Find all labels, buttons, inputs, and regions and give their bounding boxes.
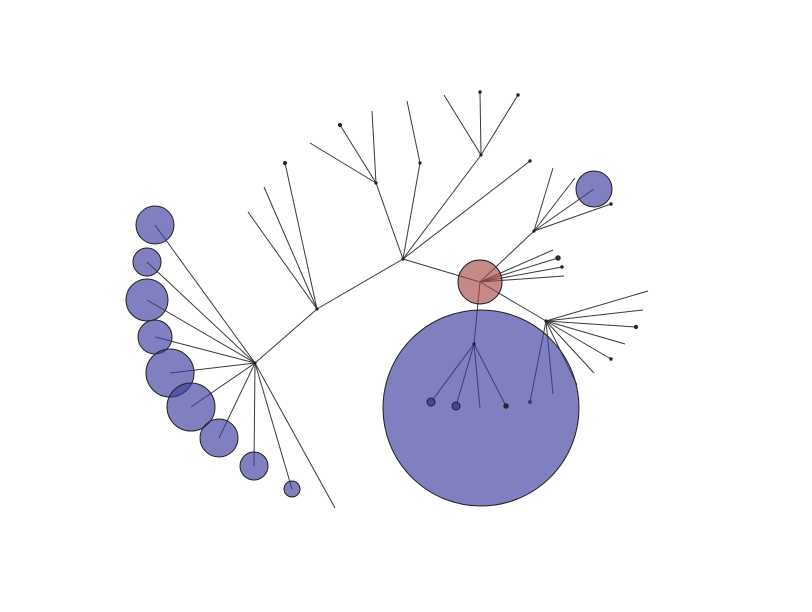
branch-node xyxy=(479,153,483,157)
leaf-edge xyxy=(406,100,421,164)
leaf-node xyxy=(528,159,532,163)
branch-edge xyxy=(402,160,531,260)
leaf-circle xyxy=(135,205,175,245)
trunk-edge xyxy=(316,258,404,310)
leaf-node xyxy=(516,93,520,97)
leaf-edge xyxy=(146,261,256,364)
node-layer xyxy=(125,90,639,507)
leaf-edge xyxy=(254,362,336,509)
leaf-circle xyxy=(132,247,162,277)
leaf-node xyxy=(503,403,509,409)
leaf-edge xyxy=(533,167,554,232)
leaf-edge xyxy=(533,177,576,232)
leaf-circle xyxy=(199,418,239,458)
branch-node xyxy=(315,307,319,311)
leaf-edge xyxy=(545,320,626,345)
leaf-edge xyxy=(545,309,644,322)
branch-node xyxy=(374,181,378,185)
leaf-node xyxy=(337,122,343,128)
leaf-edge xyxy=(479,91,482,156)
leaf-node xyxy=(426,397,436,407)
leaf-node xyxy=(451,401,461,411)
leaf-edge xyxy=(371,110,377,184)
leaf-node xyxy=(555,255,561,261)
branch-node xyxy=(472,342,476,346)
leaf-edge xyxy=(154,224,256,364)
branch-node xyxy=(532,229,536,233)
branch-edge xyxy=(402,154,482,260)
leaf-circle xyxy=(125,278,169,322)
leaf-node xyxy=(609,357,613,361)
branch-edge xyxy=(402,162,421,260)
leaf-edge xyxy=(247,211,318,310)
leaf-edge xyxy=(254,362,293,490)
leaf-circle xyxy=(166,382,216,432)
leaf-circle xyxy=(283,480,301,498)
leaf-edge xyxy=(284,162,318,310)
leaf-edge xyxy=(339,124,377,184)
large-node-K xyxy=(382,309,580,507)
branch-node xyxy=(253,361,257,365)
leaf-edge xyxy=(545,320,637,328)
branch-edge xyxy=(375,182,404,260)
leaf-edge xyxy=(480,94,519,156)
trunk-edge xyxy=(254,308,318,364)
leaf-edge xyxy=(545,320,595,374)
branch-node xyxy=(401,257,405,261)
leaf-circle xyxy=(575,170,613,208)
leaf-edge xyxy=(309,142,377,184)
leaf-edge xyxy=(443,94,482,156)
highlight-node-H xyxy=(457,259,503,305)
leaf-node xyxy=(478,90,482,94)
leaf-edge xyxy=(253,362,256,467)
leaf-node xyxy=(609,202,613,206)
leaf-node xyxy=(633,324,639,330)
leaf-node xyxy=(283,161,287,165)
leaf-edge xyxy=(545,290,649,322)
branch-node xyxy=(418,161,422,165)
leaf-circle xyxy=(239,451,269,481)
leaf-edge xyxy=(263,186,318,310)
branch-node xyxy=(544,319,548,323)
leaf-edge xyxy=(533,203,612,232)
leaf-node xyxy=(560,265,564,269)
leaf-edge xyxy=(545,320,612,360)
